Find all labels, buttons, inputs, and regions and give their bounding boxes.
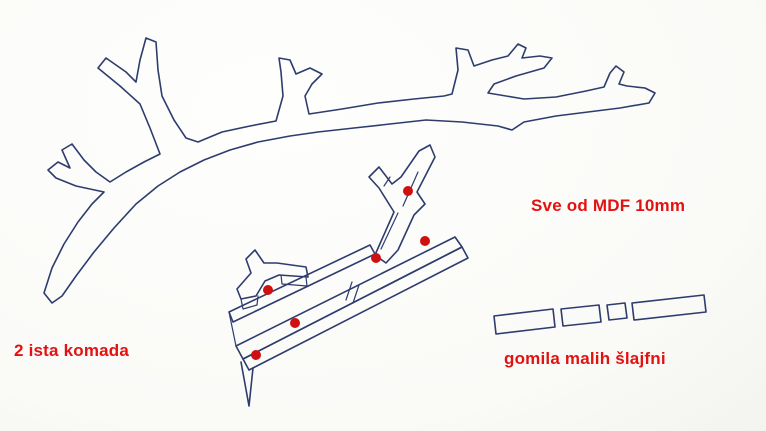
red-marker-dot: [263, 285, 273, 295]
lower-plank-front-face: [242, 246, 469, 371]
fork-piece-inner-lines: [380, 171, 419, 250]
red-marker-dot: [403, 186, 413, 196]
red-marker-dot: [420, 236, 430, 246]
cross-piece-outline: [236, 249, 309, 300]
red-marker-dot: [251, 350, 261, 360]
red-marker-dot: [371, 253, 381, 263]
note-two-identical-pieces: 2 ista komada: [14, 341, 130, 360]
sanding-strip: [606, 302, 628, 321]
upper-plank-sketch: [228, 244, 376, 323]
sanding-strip: [631, 294, 707, 321]
sanding-strip: [493, 308, 556, 335]
cross-piece-thickness-lines: [240, 274, 308, 310]
tree-branch-outline: [43, 37, 656, 304]
lower-plank-tapered-end: [240, 361, 254, 407]
red-marker-dot: [290, 318, 300, 328]
note-material-mdf: Sve od MDF 10mm: [531, 196, 686, 215]
mdf-assembly-sketch: [228, 144, 469, 407]
fork-piece-outline: [368, 144, 436, 264]
sanding-strips-sketch: [493, 294, 707, 335]
note-sanding-strips: gomila malih šlajfni: [504, 349, 666, 368]
plank-end-cap-line: [228, 311, 237, 347]
marker-dots-layer: [251, 186, 430, 360]
plank-joint-lines: [345, 281, 360, 304]
sanding-strip: [560, 304, 602, 327]
